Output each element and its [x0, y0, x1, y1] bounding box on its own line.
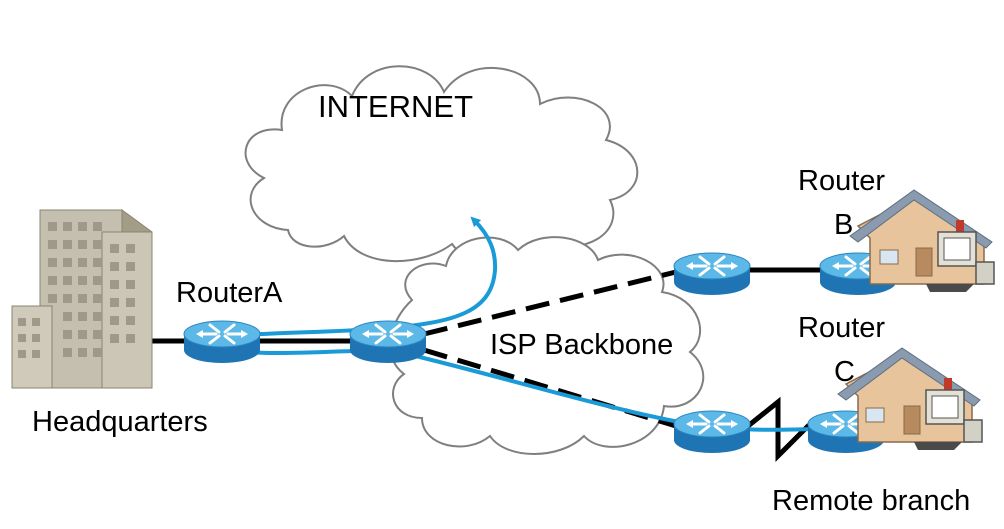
computer-b-icon — [926, 231, 995, 292]
router-b-label-line1: Router — [798, 165, 885, 197]
router-a-icon — [182, 319, 262, 365]
isp-core-router-icon — [348, 319, 428, 365]
internet-label: INTERNET — [318, 89, 473, 124]
router-b-label-line2: B — [834, 209, 853, 241]
computer-c-icon — [914, 389, 983, 450]
internet-cloud — [244, 65, 639, 265]
link-dashed-to-router-b-edge — [423, 269, 677, 337]
vpn-tunnel-hq-internet — [221, 216, 498, 338]
vpn-tunnel-hq-remote-branch — [221, 346, 851, 432]
isp-backbone-cloud — [389, 236, 705, 455]
router-c-label-line2: C — [834, 356, 855, 388]
router-c-label-line1: Router — [798, 312, 885, 344]
headquarters-label: Headquarters — [32, 406, 208, 438]
isp-edge-router-b-icon — [672, 251, 752, 297]
remote-branch-label: Remote branch — [772, 485, 970, 517]
isp-edge-router-c-icon — [672, 409, 752, 455]
isp-backbone-label: ISP Backbone — [490, 329, 673, 361]
building-icon — [11, 209, 153, 389]
router-a-label: RouterA — [176, 277, 283, 309]
